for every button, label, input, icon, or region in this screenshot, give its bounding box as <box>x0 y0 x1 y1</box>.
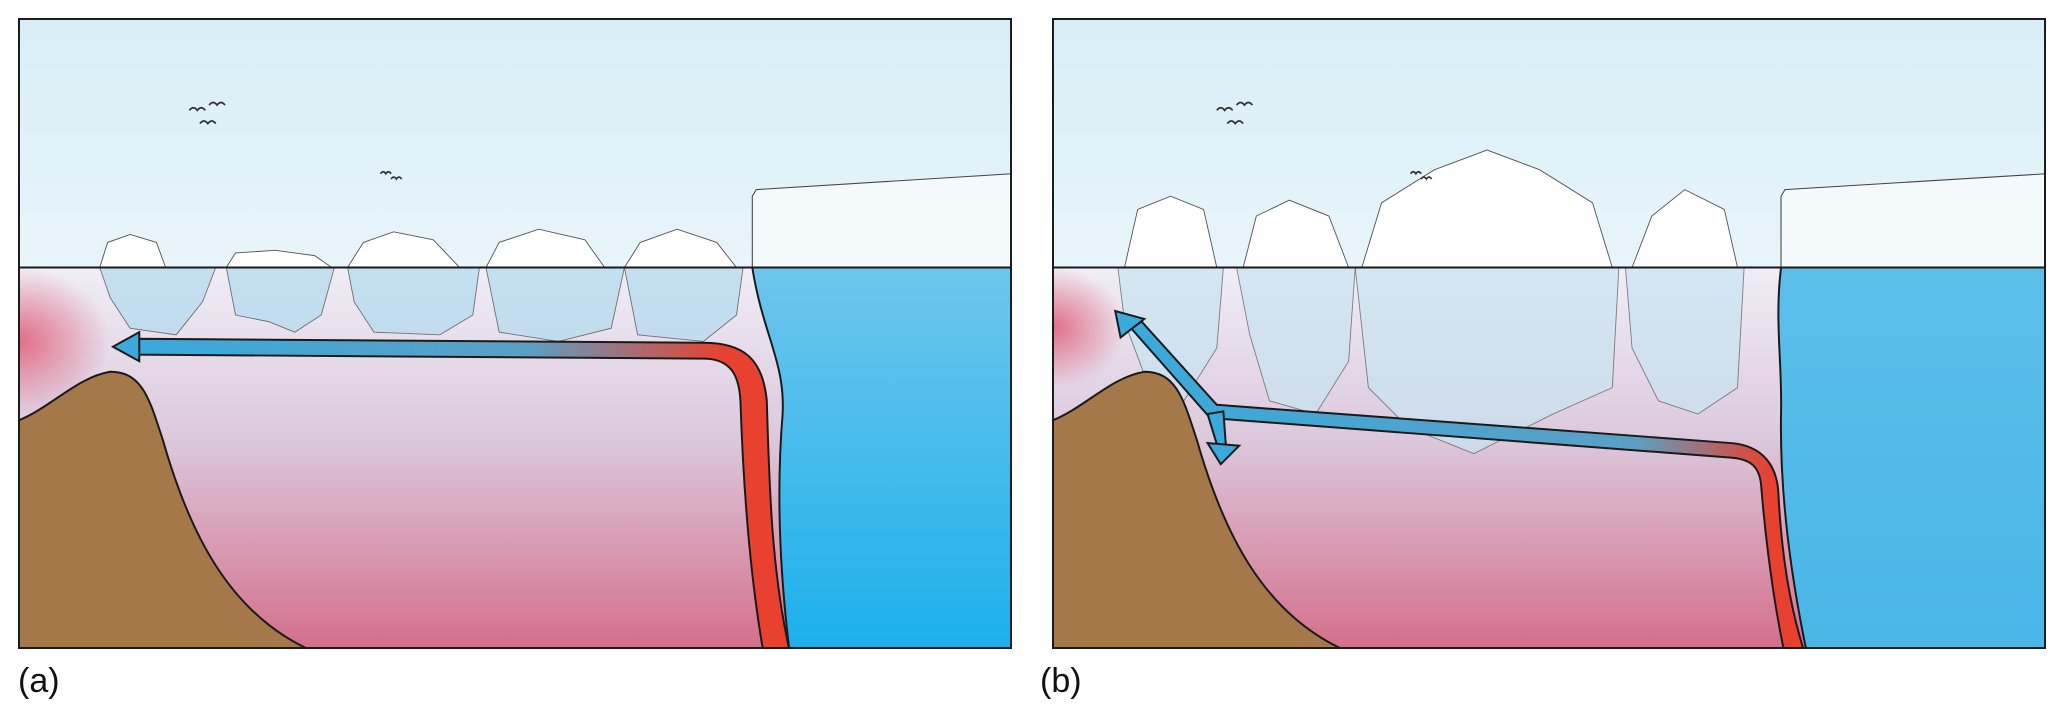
panel-a-label: (a) <box>18 662 60 700</box>
birds-icon <box>188 101 403 181</box>
current-arrowhead <box>1113 309 1147 340</box>
panel-b-label: (b) <box>1040 662 1082 700</box>
ice-shelf <box>751 173 1012 269</box>
branch-arrowhead <box>1205 441 1242 466</box>
panel-b-diagram <box>1052 18 2046 649</box>
panel-a-diagram <box>18 18 1012 649</box>
ice-shelf <box>1780 173 2046 269</box>
birds-icon <box>1216 101 1433 181</box>
seabed-ridge <box>18 370 309 649</box>
icebergs <box>1117 149 1745 455</box>
seabed-ridge <box>1052 370 1343 649</box>
cold-water <box>1777 266 2046 649</box>
current-arrowhead <box>110 330 141 363</box>
cold-water <box>751 266 1012 649</box>
icebergs <box>99 228 744 342</box>
